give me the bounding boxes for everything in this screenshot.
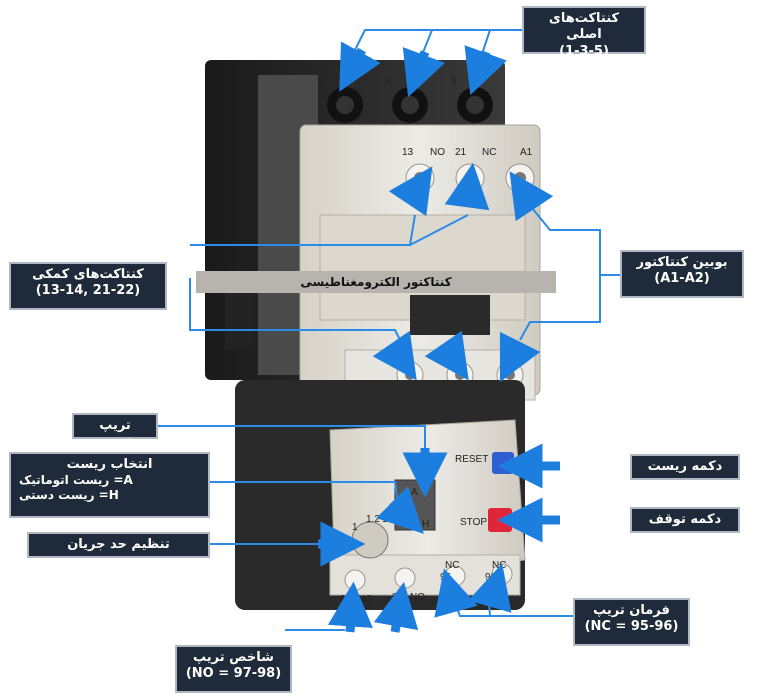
terminal-label: NC — [482, 147, 496, 158]
terminal-label: NC — [445, 560, 459, 571]
terminal-label: NC — [492, 560, 506, 571]
dial-label: 1 — [352, 522, 358, 533]
aux-contacts-label: کنتاکت‌های کمکی (13-14, 21-22) — [9, 262, 167, 310]
trip-command-title: فرمان تریپ — [593, 603, 670, 618]
aux-contacts-title: کنتاکت‌های کمکی — [32, 267, 144, 282]
coil-label: بوبین کنتاکتور (A1-A2) — [620, 250, 744, 298]
terminal-label: 3 — [386, 76, 392, 87]
trip-command-label: فرمان تریپ (NC = 95-96) — [573, 598, 690, 646]
terminal-label: NO — [430, 147, 445, 158]
current-setting-label: تنظیم حد جریان — [27, 532, 210, 558]
trip-indicator-label: شاخص تریپ (NO = 97-98) — [175, 645, 292, 693]
terminal-label: 95 — [440, 572, 452, 583]
reset-text: RESET — [455, 454, 488, 465]
main-contacts-sub: (1-3-5) — [559, 43, 609, 59]
arrow-icons — [318, 41, 560, 633]
terminal-label: 97 — [340, 594, 352, 605]
terminal-label: A1 — [520, 147, 533, 158]
main-contacts-title: کنتاکت‌های اصلی — [548, 11, 620, 43]
stop-button-icon — [488, 508, 512, 532]
stop-text: STOP — [460, 517, 487, 528]
mode-a-text: A — [411, 487, 418, 498]
main-contacts-label: کنتاکت‌های اصلی (1-3-5) — [522, 6, 646, 59]
reset-manual-text: H= ریست دستی — [19, 488, 119, 503]
terminal-label: NO — [410, 592, 425, 603]
trip-indicator-sub: (NO = 97-98) — [185, 666, 282, 682]
dial-label: 1.2 — [366, 514, 380, 525]
stop-button-label: دکمه توقف — [630, 507, 740, 533]
reset-auto-text: A= ریست اتوماتیک — [19, 473, 133, 488]
dial-label: 1.4 — [382, 514, 396, 525]
aux-contacts-sub: (13-14, 21-22) — [35, 283, 141, 299]
overload-relay: RESET STOP A H 1 1.2 1.4 97 NO 98 NO 95 … — [235, 380, 526, 610]
terminal-label: 5 — [451, 76, 457, 87]
reset-select-title: انتخاب ریست — [66, 457, 153, 472]
terminal-label: 13 — [402, 147, 414, 158]
trip-indicator-title: شاخص تریپ — [193, 650, 274, 665]
reset-button-label: دکمه ریست — [630, 454, 740, 480]
trip-command-sub: (NC = 95-96) — [584, 619, 679, 635]
leader-lines — [158, 29, 620, 631]
contactor-banner: کنتاکتور الکترومغناطیسی — [196, 271, 556, 293]
terminal-label: 1 — [320, 76, 326, 87]
terminal-label: 21 — [455, 147, 467, 158]
terminal-label: NO — [358, 594, 373, 605]
trip-test-label: تریپ تست — [72, 413, 158, 449]
terminal-label: 98 — [392, 592, 404, 603]
coil-sub: (A1-A2) — [654, 271, 710, 287]
reset-select-label: انتخاب ریست A= ریست اتوماتیک H= ریست دست… — [9, 452, 210, 518]
coil-title: بوبین کنتاکتور — [636, 255, 728, 270]
terminal-label: 96 — [485, 572, 497, 583]
mode-h-text: H — [422, 519, 429, 530]
reset-button-icon — [492, 452, 514, 474]
